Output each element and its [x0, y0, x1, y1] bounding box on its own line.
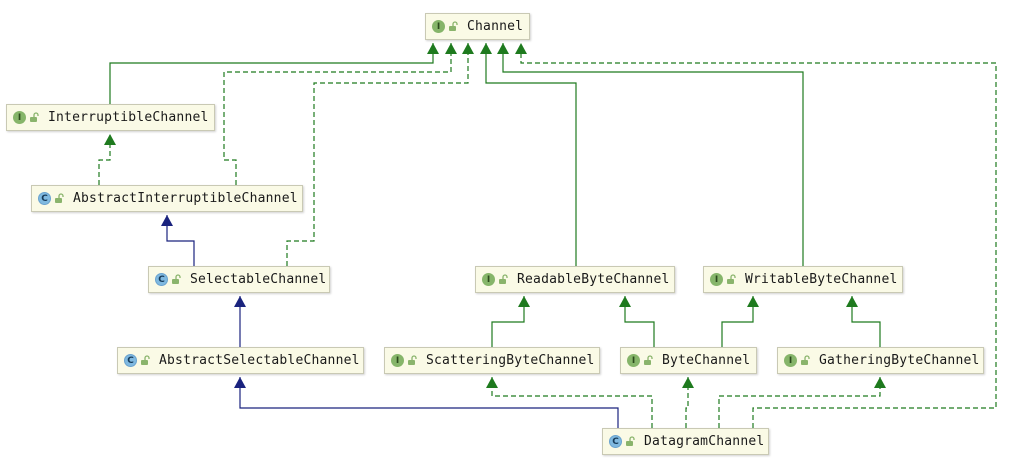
- node-byte-channel[interactable]: I ByteChannel: [620, 347, 757, 374]
- arrowhead: [619, 296, 631, 307]
- arrowhead: [234, 377, 246, 388]
- node-abstract-interruptible-channel[interactable]: C AbstractInterruptibleChannel: [31, 185, 303, 212]
- node-label: ReadableByteChannel: [517, 272, 670, 287]
- unlocked-padlock-icon: [408, 355, 417, 365]
- node-datagram-channel[interactable]: C DatagramChannel: [602, 428, 769, 455]
- node-channel[interactable]: I Channel: [425, 13, 530, 40]
- node-writable-byte-channel[interactable]: I WritableByteChannel: [703, 266, 903, 293]
- edge-selectable-to-channel: [286, 43, 469, 266]
- node-label: Channel: [467, 19, 524, 34]
- edge-datagram-to-abstract-selectable: [239, 377, 619, 428]
- unlocked-padlock-icon: [499, 274, 508, 284]
- node-label: AbstractSelectableChannel: [159, 353, 360, 368]
- arrowhead: [104, 134, 116, 145]
- node-label: AbstractInterruptibleChannel: [73, 191, 298, 206]
- node-readable-byte-channel[interactable]: I ReadableByteChannel: [475, 266, 675, 293]
- node-label: GatheringByteChannel: [819, 353, 980, 368]
- edge-abstract-interruptible-to-channel: [223, 43, 452, 185]
- node-interruptible-channel[interactable]: I InterruptibleChannel: [6, 104, 215, 131]
- edge-datagram-to-scattering: [491, 377, 653, 428]
- arrowhead: [518, 296, 530, 307]
- interface-icon: I: [482, 273, 495, 286]
- arrowhead: [682, 377, 694, 388]
- unlocked-padlock-icon: [801, 355, 810, 365]
- unlocked-padlock-icon: [449, 21, 458, 31]
- abstract-class-icon: C: [155, 273, 168, 286]
- edge-interruptible-to-channel: [109, 43, 434, 104]
- arrowhead: [515, 43, 527, 54]
- interface-icon: I: [710, 273, 723, 286]
- abstract-class-icon: C: [609, 435, 622, 448]
- edge-scattering-to-readable: [491, 296, 525, 347]
- abstract-class-icon: C: [38, 192, 51, 205]
- abstract-class-icon: C: [124, 354, 137, 367]
- arrowhead: [480, 43, 492, 54]
- unlocked-padlock-icon: [727, 274, 736, 284]
- unlocked-padlock-icon: [644, 355, 653, 365]
- arrowhead: [747, 296, 759, 307]
- arrowhead: [497, 43, 509, 54]
- node-gathering-byte-channel[interactable]: I GatheringByteChannel: [777, 347, 984, 374]
- edge-datagram-to-byte: [685, 377, 689, 428]
- edge-selectable-to-abstract-interruptible: [166, 215, 195, 266]
- arrowhead: [427, 43, 439, 54]
- interface-icon: I: [432, 20, 445, 33]
- node-label: WritableByteChannel: [745, 272, 898, 287]
- arrowhead: [874, 377, 886, 388]
- edge-datagram-to-channel: [520, 43, 997, 428]
- node-label: InterruptibleChannel: [48, 110, 209, 125]
- unlocked-padlock-icon: [172, 274, 181, 284]
- unlocked-padlock-icon: [55, 193, 64, 203]
- unlocked-padlock-icon: [141, 355, 150, 365]
- edge-abstract-interruptible-to-interruptible: [98, 134, 111, 185]
- arrowhead: [234, 296, 246, 307]
- interface-icon: I: [784, 354, 797, 367]
- arrowhead: [846, 296, 858, 307]
- arrowhead: [486, 377, 498, 388]
- edge-readable-to-channel: [485, 43, 577, 266]
- edge-datagram-to-gathering: [718, 377, 881, 428]
- interface-icon: I: [13, 111, 26, 124]
- node-selectable-channel[interactable]: C SelectableChannel: [148, 266, 330, 293]
- interface-icon: I: [627, 354, 640, 367]
- arrowhead: [161, 215, 173, 226]
- edge-byte-to-writable: [721, 296, 754, 347]
- unlocked-padlock-icon: [626, 436, 635, 446]
- interface-icon: I: [391, 354, 404, 367]
- arrowhead: [462, 43, 474, 54]
- node-abstract-selectable-channel[interactable]: C AbstractSelectableChannel: [117, 347, 364, 374]
- node-label: ScatteringByteChannel: [426, 353, 595, 368]
- arrowhead: [445, 43, 457, 54]
- edge-gathering-to-writable: [851, 296, 881, 347]
- unlocked-padlock-icon: [30, 112, 39, 122]
- node-label: ByteChannel: [662, 353, 751, 368]
- node-scattering-byte-channel[interactable]: I ScatteringByteChannel: [384, 347, 600, 374]
- edge-byte-to-readable: [624, 296, 655, 347]
- edge-writable-to-channel: [502, 43, 804, 266]
- node-label: SelectableChannel: [190, 272, 327, 287]
- node-label: DatagramChannel: [644, 434, 765, 449]
